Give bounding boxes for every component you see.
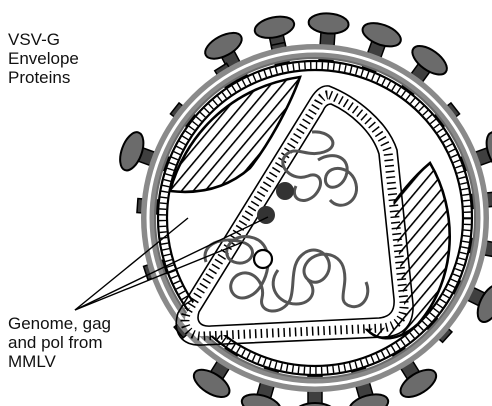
genome-gag-pol-label: Genome, gag and pol from MMLV <box>8 314 111 371</box>
protein-dot-3 <box>254 250 272 268</box>
envelope-proteins-label: VSV-G Envelope Proteins <box>8 30 79 87</box>
protein-dot-1 <box>276 182 294 200</box>
